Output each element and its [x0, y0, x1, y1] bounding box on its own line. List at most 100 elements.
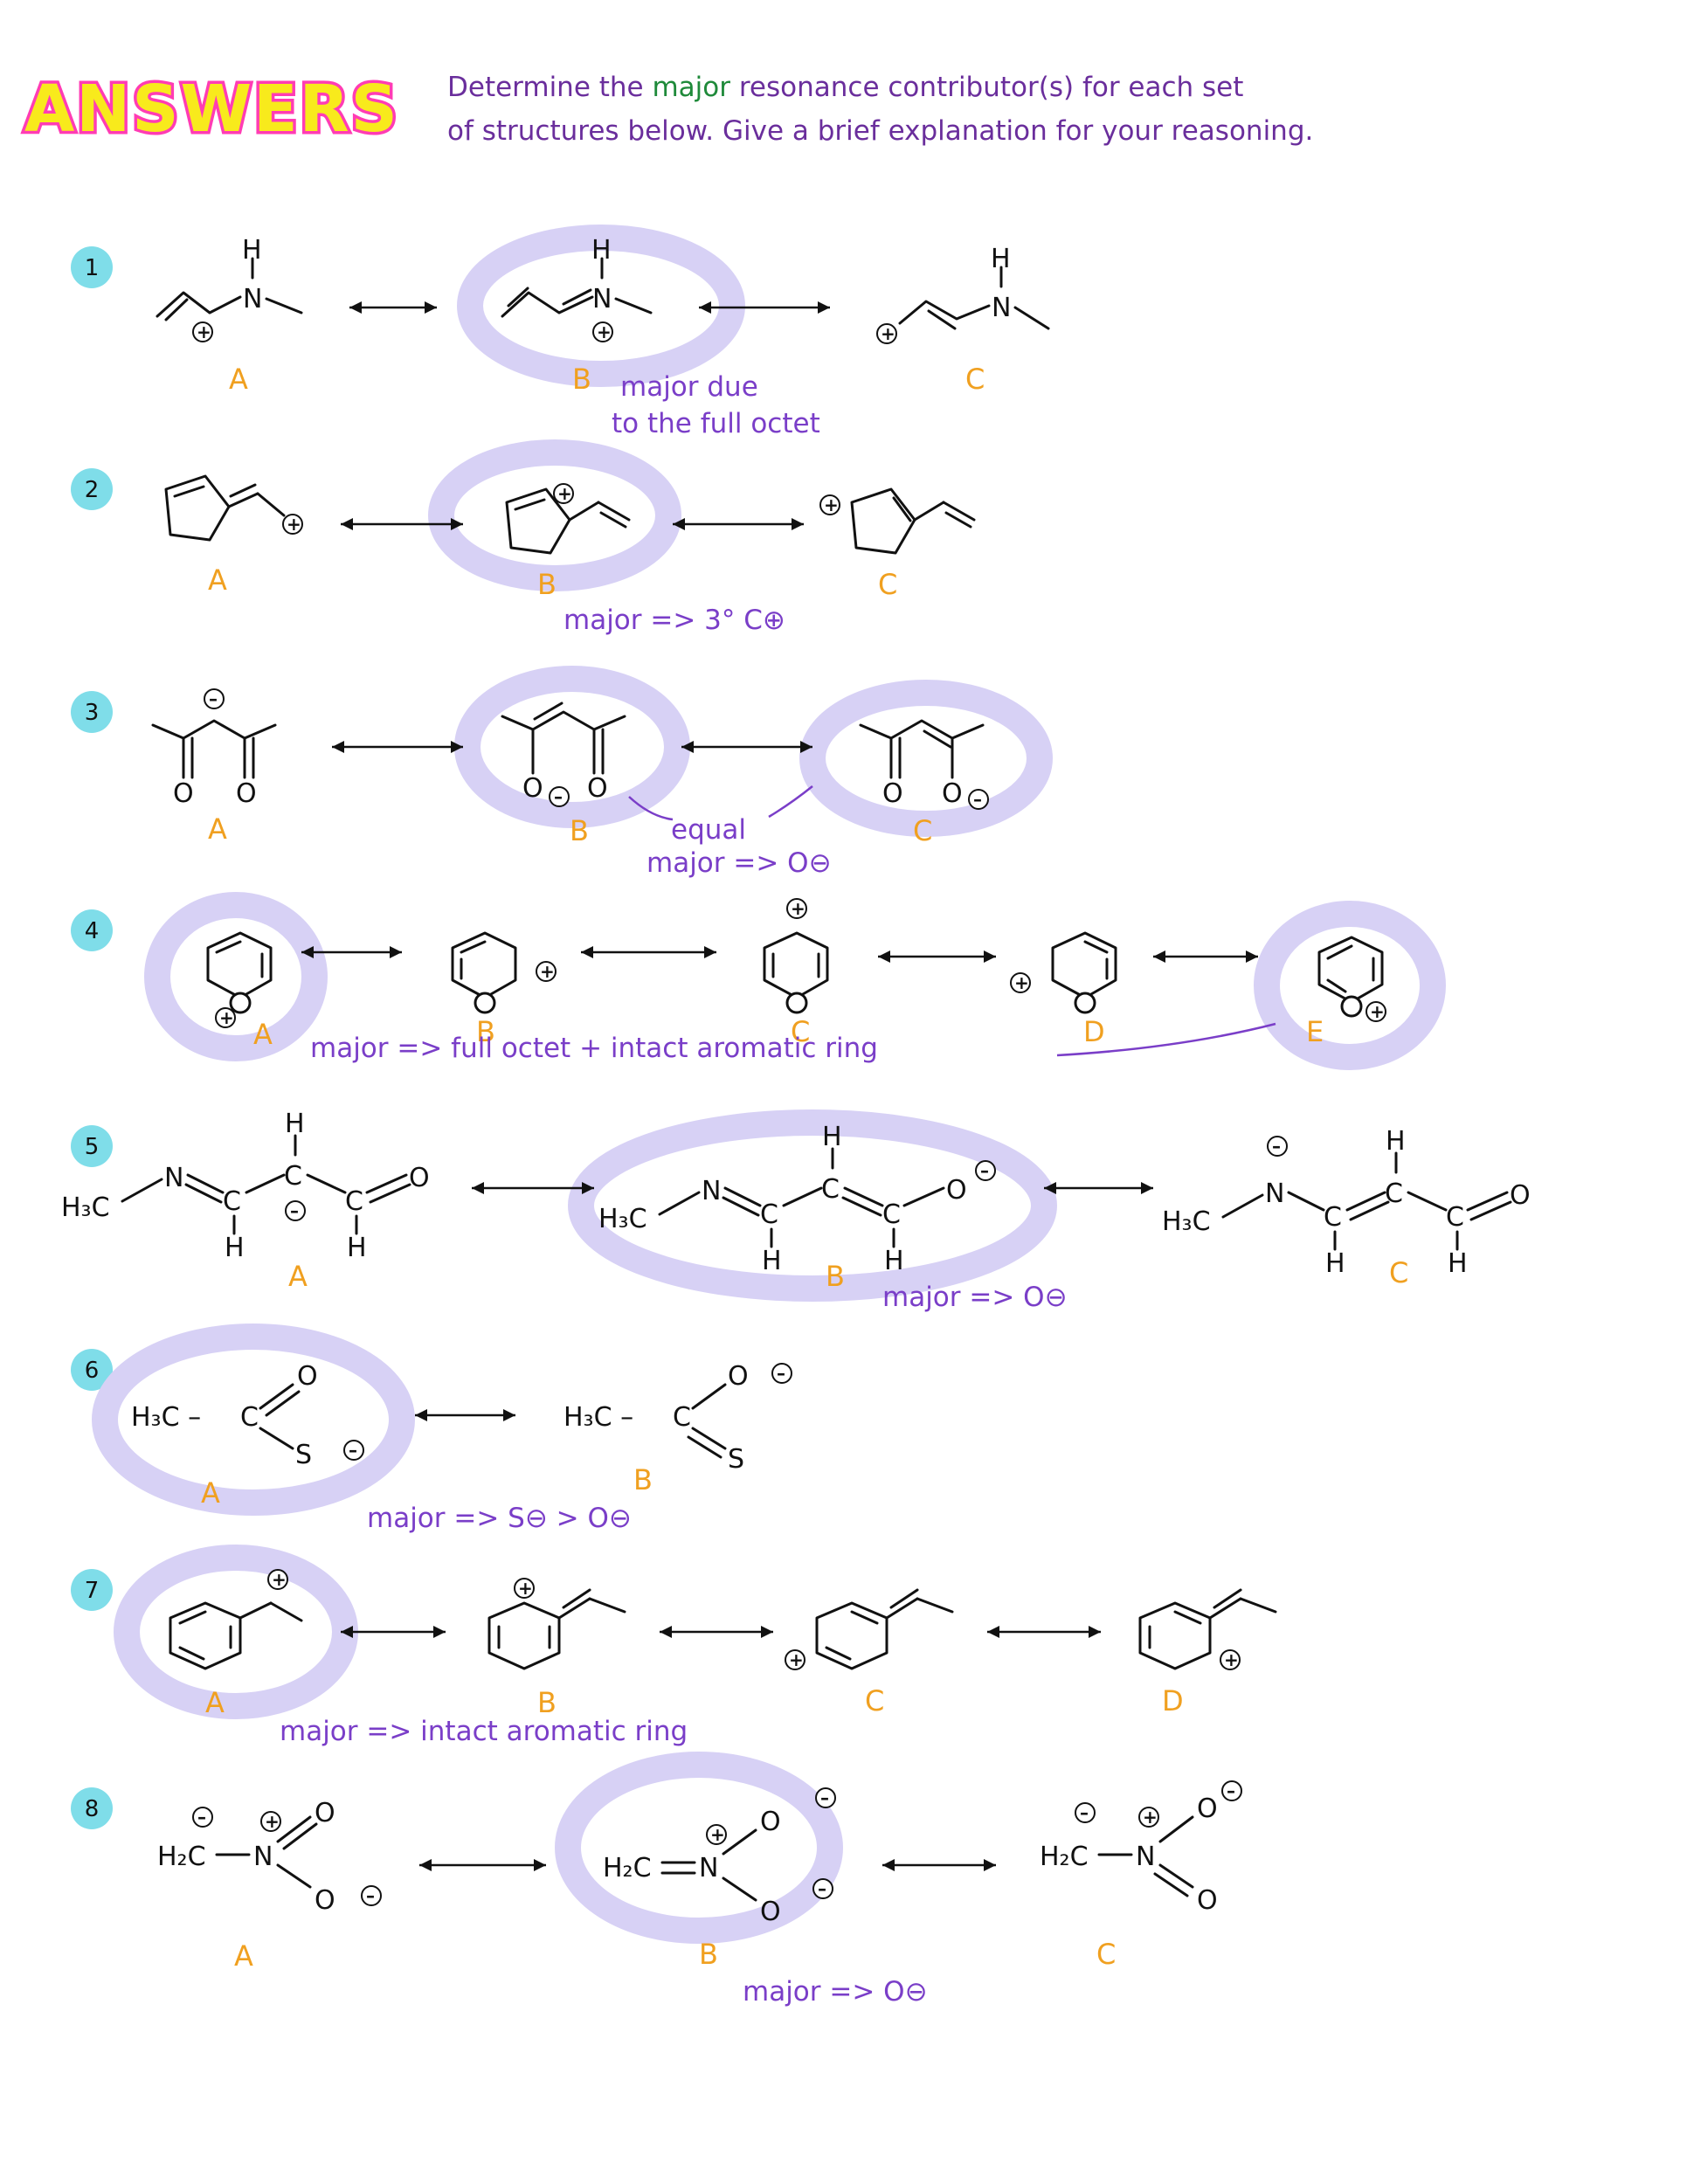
svg-text:–: – [777, 1363, 785, 1384]
major-highlight-circle [555, 1752, 843, 1944]
svg-text:to the full octet: to the full octet [612, 408, 820, 439]
svg-text:H: H [285, 1109, 305, 1139]
svg-text:+: + [557, 483, 572, 504]
problem-7: 7 + A + B [71, 1545, 1277, 1747]
structure-3a: O O – A [151, 688, 277, 846]
problem-number-badge: 2 [71, 468, 113, 510]
svg-text:B: B [633, 1463, 653, 1496]
structure-4a: + A [206, 931, 273, 1051]
svg-text:+: + [597, 321, 612, 342]
problem-number-badge: 4 [71, 909, 113, 951]
major-highlight-circle [1254, 901, 1446, 1070]
svg-text:+: + [265, 1811, 280, 1832]
svg-text:+: + [824, 494, 839, 515]
header: ANSWERS Determine the major resonance co… [22, 69, 1314, 150]
problem-8: 8 H₂C – N + O O – A H₂C N + O – [71, 1752, 1242, 2008]
svg-text:+: + [1143, 1807, 1158, 1828]
svg-text:major => 3° C⊕: major => 3° C⊕ [563, 605, 785, 636]
problem-3: 3 O O – A O – O B [71, 666, 1053, 879]
svg-text:C: C [760, 1199, 778, 1230]
svg-text:H₃C: H₃C [598, 1204, 647, 1234]
svg-text:–: – [1080, 1802, 1089, 1823]
plus-charge: + [1138, 1807, 1159, 1828]
svg-text:O: O [1197, 1885, 1218, 1916]
svg-text:H: H [225, 1233, 245, 1263]
svg-text:D: D [1162, 1684, 1184, 1717]
svg-text:A: A [288, 1260, 308, 1293]
plus-charge: + [1366, 1001, 1386, 1022]
svg-text:H: H [884, 1246, 904, 1276]
minus-charge: – [1267, 1136, 1288, 1157]
svg-text:–: – [1227, 1780, 1235, 1801]
major-highlight-circle [428, 439, 681, 591]
svg-text:C: C [791, 1015, 810, 1048]
svg-text:H: H [991, 244, 1011, 274]
svg-text:C: C [821, 1174, 840, 1205]
svg-text:A: A [208, 563, 227, 597]
problem-number-badge: 5 [71, 1125, 113, 1167]
svg-text:H: H [591, 235, 612, 266]
svg-text:–: – [349, 1440, 357, 1461]
svg-text:O: O [236, 778, 257, 809]
svg-text:C: C [1324, 1202, 1342, 1233]
svg-text:C: C [1446, 1202, 1464, 1233]
svg-text:major => O⊖: major => O⊖ [646, 847, 832, 879]
svg-text:H₃C –: H₃C – [131, 1402, 201, 1433]
svg-text:O: O [315, 1885, 335, 1916]
structure-7d: + D [1138, 1588, 1277, 1717]
minus-charge: – [361, 1885, 382, 1906]
svg-text:+: + [710, 1824, 725, 1845]
plus-charge: + [592, 321, 613, 342]
svg-text:N: N [592, 284, 612, 314]
svg-text:H₃C –: H₃C – [563, 1402, 633, 1433]
plus-charge: + [282, 514, 303, 535]
structure-3c: O O – C [859, 719, 989, 847]
major-highlight-circle [457, 225, 745, 387]
svg-text:N: N [1136, 1842, 1155, 1872]
svg-text:+: + [789, 1649, 804, 1670]
structure-5a: H₃C N C H C H – C H O A [61, 1109, 430, 1293]
svg-text:–: – [973, 789, 982, 810]
svg-text:E: E [1306, 1015, 1324, 1048]
svg-text:H: H [1448, 1248, 1468, 1279]
plus-charge: + [536, 961, 557, 982]
svg-text:6: 6 [85, 1358, 100, 1384]
structure-7a: + A [169, 1569, 303, 1719]
svg-text:N: N [253, 1842, 273, 1872]
svg-text:C: C [878, 568, 897, 601]
minus-charge: – [815, 1787, 836, 1808]
svg-text:N: N [992, 293, 1011, 323]
svg-text:+: + [881, 323, 895, 344]
svg-text:C: C [673, 1402, 691, 1433]
structure-2b: + B major => 3° C⊕ [505, 483, 785, 636]
minus-charge: – [1221, 1780, 1242, 1801]
minus-charge: – [975, 1160, 996, 1181]
major-highlight-circle [799, 680, 1053, 837]
major-highlight-circle [454, 666, 690, 828]
plus-charge: + [267, 1569, 288, 1590]
plus-charge: + [514, 1578, 535, 1599]
svg-text:A: A [229, 363, 248, 396]
plus-charge: + [819, 494, 840, 515]
svg-text:–: – [818, 1878, 826, 1899]
svg-text:–: – [197, 1807, 206, 1828]
svg-text:C: C [913, 814, 932, 847]
structure-8c: H₂C – N + O – O C [1040, 1780, 1242, 1971]
svg-text:–: – [1272, 1136, 1281, 1157]
svg-text:major due: major due [620, 371, 758, 403]
minus-charge: – [285, 1200, 306, 1221]
svg-text:A: A [208, 812, 227, 846]
major-highlight-circle [114, 1545, 358, 1719]
svg-text:C: C [223, 1186, 241, 1217]
svg-text:8: 8 [85, 1796, 100, 1822]
svg-text:C: C [240, 1402, 259, 1433]
svg-text:O: O [522, 773, 543, 804]
answers-title: ANSWERS [24, 72, 399, 147]
svg-text:–: – [980, 1160, 989, 1181]
svg-text:C: C [1096, 1938, 1116, 1971]
svg-text:O: O [409, 1163, 430, 1193]
svg-text:major => O⊖: major => O⊖ [743, 1976, 928, 2008]
note-leader-line [628, 796, 674, 821]
svg-text:major => intact aromatic ring: major => intact aromatic ring [280, 1716, 688, 1747]
